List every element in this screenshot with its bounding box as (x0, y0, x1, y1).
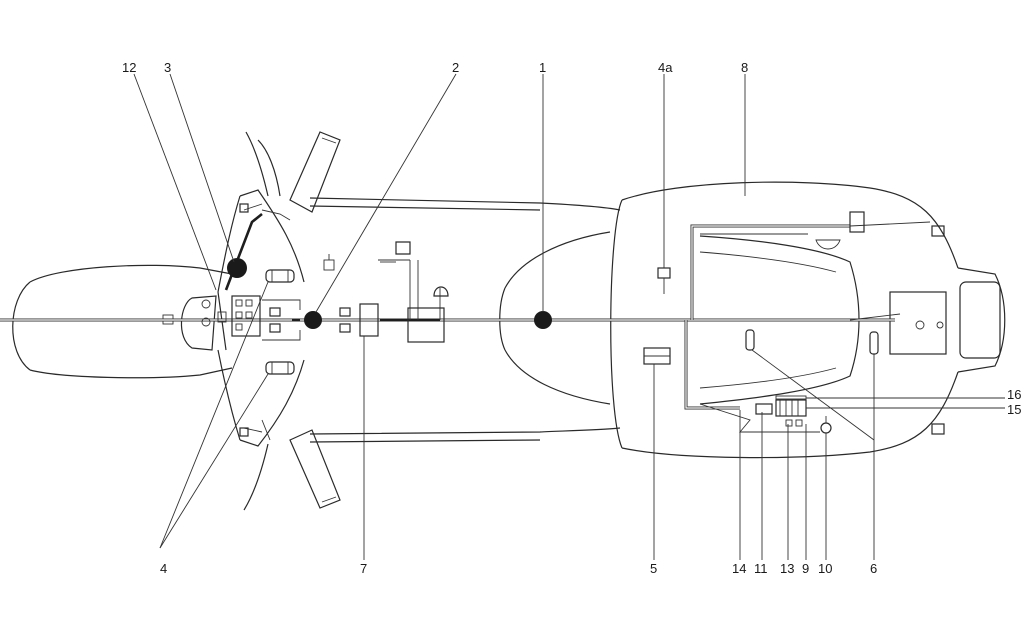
callout-3: 3 (164, 60, 171, 75)
floorboard (499, 231, 611, 405)
callout-2: 2 (452, 60, 459, 75)
callout-12: 12 (122, 60, 136, 75)
callout-15: 15 (1007, 402, 1021, 417)
left-turn-front-lamp (265, 269, 295, 283)
legshield (309, 197, 621, 443)
junction-box (407, 307, 445, 343)
callout-7: 7 (360, 561, 367, 576)
right-handlebar-grip (243, 429, 341, 511)
callout-13: 13 (780, 561, 794, 576)
stop-light-switch (657, 267, 671, 294)
callout-11: 11 (754, 561, 768, 576)
tail-light-panel (889, 291, 947, 355)
callout-4a: 4a (658, 60, 673, 75)
junction-grommet-front (304, 311, 322, 329)
left-handlebar-grip (245, 131, 341, 213)
brake-switch-left (239, 203, 249, 213)
battery-block (643, 347, 671, 365)
callout-14: 14 (732, 561, 746, 576)
callout-4: 4 (160, 561, 167, 576)
junction-grommet-center (534, 311, 552, 329)
handlebar-cables (224, 203, 441, 441)
callout-5: 5 (650, 561, 657, 576)
front-connectors (201, 299, 351, 333)
left-rear-turn-connector (745, 329, 755, 351)
handlebar-frame (217, 189, 305, 447)
rear-turn-connector (869, 331, 879, 355)
voltage-regulator (359, 303, 379, 337)
ground-terminals (785, 416, 832, 434)
callout-1: 1 (539, 60, 546, 75)
ignition-coil (380, 241, 411, 263)
callout-8: 8 (741, 60, 748, 75)
headset (162, 295, 217, 351)
callout-10: 10 (818, 561, 832, 576)
front-mudguard (12, 264, 233, 379)
engine-side-cowl (610, 181, 959, 459)
rear-cable-branches (684, 221, 931, 433)
rear-light-right-bulb (931, 423, 945, 435)
cap-connector (433, 286, 449, 297)
right-turn-front-lamp (265, 361, 295, 375)
fuel-gauge-sender (815, 211, 865, 250)
key-switch (323, 254, 335, 271)
callout-6: 6 (870, 561, 877, 576)
headlight-connector-block (231, 295, 261, 337)
rear-mudguard (957, 267, 1006, 373)
fuse-box (755, 395, 807, 417)
horn (227, 258, 247, 278)
callout-9: 9 (802, 561, 809, 576)
callout-labels: 12 3 2 1 4a 8 16 15 4 7 5 14 11 13 9 10 … (122, 60, 1021, 576)
rear-light-left-bulb (931, 225, 945, 237)
brake-switch-right (239, 427, 249, 437)
callout-16: 16 (1007, 387, 1021, 402)
leader-lines (133, 73, 1005, 560)
